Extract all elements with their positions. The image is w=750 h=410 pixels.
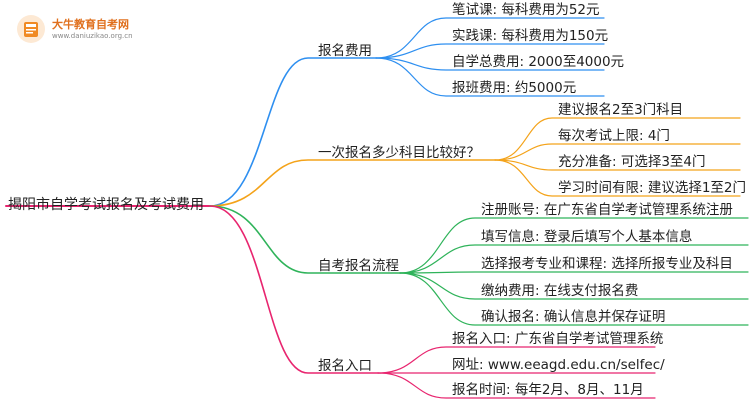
leaf-connector — [377, 346, 656, 374]
leaf-connector — [494, 159, 741, 197]
leaf-connector — [494, 143, 741, 161]
branch-connector — [209, 159, 496, 207]
leaf-label: 注册账号: 在广东省自学考试管理系统注册 — [481, 202, 733, 218]
branch-label: 一次报名多少科目比较好？ — [318, 145, 480, 161]
leaf-connector — [375, 57, 605, 71]
leaf-connector — [399, 272, 749, 326]
leaf-label: 报班费用: 约5000元 — [452, 80, 577, 96]
leaf-connector — [399, 272, 749, 300]
leaf-label: 学习时间有限: 建议选择1至2门 — [558, 180, 747, 196]
leaf-label: 笔试课: 每科费用为52元 — [452, 2, 600, 18]
branch-connector — [209, 205, 401, 274]
leaf-label: 报名时间: 每年2月、8月、11月 — [452, 382, 644, 398]
branch-connector — [209, 57, 377, 207]
leaf-connector — [399, 244, 749, 274]
leaf-label: 每次考试上限: 4门 — [558, 128, 670, 144]
branch-label: 报名费用 — [318, 43, 372, 59]
leaf-label: 确认报名: 确认信息并保存证明 — [481, 309, 666, 325]
logo-url: www.daniuzikao.org.cn — [52, 31, 133, 40]
leaf-label: 报名入口: 广东省自学考试管理系统 — [452, 331, 664, 347]
leaf-connector — [375, 57, 605, 97]
leaf-label: 网址: www.eeagd.edu.cn/selfec/ — [452, 357, 665, 373]
leaf-label: 缴纳费用: 在线支付报名费 — [481, 283, 639, 299]
branch-label: 自考报名流程 — [318, 258, 399, 274]
logo-name: 大牛教育自考网 — [52, 17, 129, 31]
logo: 大牛教育自考网 www.daniuzikao.org.cn — [16, 14, 133, 44]
leaf-connector — [494, 159, 741, 171]
leaf-connector — [375, 17, 605, 59]
book-icon — [17, 15, 45, 43]
leaf-connector — [377, 372, 656, 399]
leaf-connector — [399, 217, 749, 274]
leaf-connector — [494, 117, 741, 161]
leaf-connector — [399, 271, 749, 274]
leaf-label: 填写信息: 登录后填写个人基本信息 — [481, 229, 693, 245]
leaf-label: 实践课: 每科费用为150元 — [452, 28, 609, 44]
branch-label: 报名入口 — [318, 358, 372, 374]
branch-connector — [209, 205, 379, 374]
leaf-connector — [375, 43, 605, 59]
leaf-label: 建议报名2至3门科目 — [558, 102, 684, 118]
root-node: 揭阳市自学考试报名及考试费用 — [8, 197, 204, 213]
leaf-label: 充分准备: 可选择3至4门 — [558, 154, 706, 170]
leaf-label: 自学总费用: 2000至4000元 — [452, 54, 625, 70]
leaf-label: 选择报考专业和课程: 选择所报专业及科目 — [481, 256, 733, 272]
